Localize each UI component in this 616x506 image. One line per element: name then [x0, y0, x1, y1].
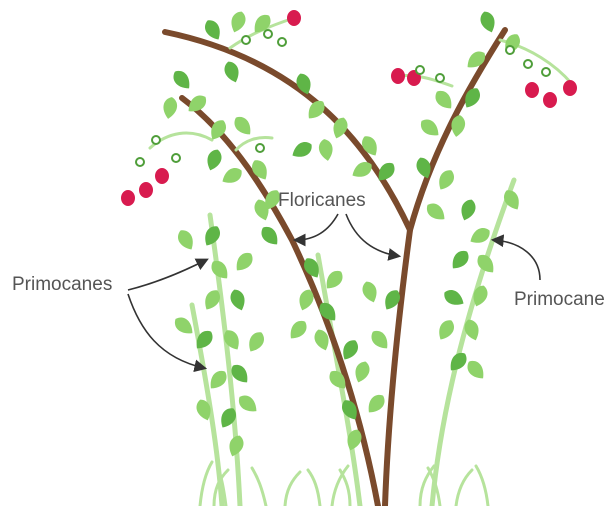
arrow-floricanes-left [296, 214, 338, 240]
leaf [435, 167, 458, 193]
primocane-right [432, 180, 514, 506]
flower-bud [542, 68, 550, 76]
flower-bud [152, 136, 160, 144]
leaf [202, 17, 225, 43]
berry [121, 190, 135, 206]
leaf [352, 359, 372, 384]
leaf [219, 165, 245, 188]
primocane-left-tall [210, 215, 240, 506]
leaf [231, 113, 256, 139]
flower-bud [172, 154, 180, 162]
berry [139, 182, 153, 198]
arrow-primocane-right [494, 240, 540, 280]
label-primocane-right: Primocane [514, 289, 605, 310]
berry [563, 80, 577, 96]
leaf [368, 327, 393, 353]
berry [391, 68, 405, 84]
flower-bud [278, 38, 286, 46]
leaf [435, 317, 458, 343]
leaf [232, 249, 257, 275]
leaf [170, 67, 195, 93]
flower-bud [136, 158, 144, 166]
flower-bud [264, 30, 272, 38]
arrow-primocanes-upper [128, 260, 206, 290]
leaf [258, 223, 283, 249]
leaf [478, 9, 498, 34]
flower-bud [242, 36, 250, 44]
label-floricanes: Floricanes [278, 190, 366, 211]
leaf [432, 87, 457, 113]
leaf [364, 391, 389, 417]
leaf [317, 138, 334, 162]
berry [543, 92, 557, 108]
leaf [448, 247, 473, 273]
leaf [360, 279, 380, 304]
flower-bud [416, 66, 424, 74]
leaf [161, 96, 178, 120]
leaf [228, 287, 248, 312]
leaf [423, 200, 449, 225]
grass [200, 462, 488, 506]
flower-bud [524, 60, 532, 68]
leaf [289, 139, 315, 162]
leaf [222, 59, 242, 84]
leaf [204, 147, 224, 172]
berry [287, 10, 301, 26]
leaf [235, 392, 261, 417]
flower-bud [256, 144, 264, 152]
flower-bud [436, 74, 444, 82]
leaf [441, 287, 467, 310]
leaf [464, 357, 489, 383]
arrow-floricanes-right [346, 214, 398, 256]
leaf [228, 9, 248, 34]
leaf [245, 329, 268, 355]
berry [525, 82, 539, 98]
berry [155, 168, 169, 184]
leaf [458, 197, 478, 222]
leaf [417, 116, 443, 141]
label-primocanes-left: Primocanes [12, 274, 112, 295]
leaf [175, 227, 198, 253]
flower-bud [506, 46, 514, 54]
leaf [286, 317, 311, 343]
